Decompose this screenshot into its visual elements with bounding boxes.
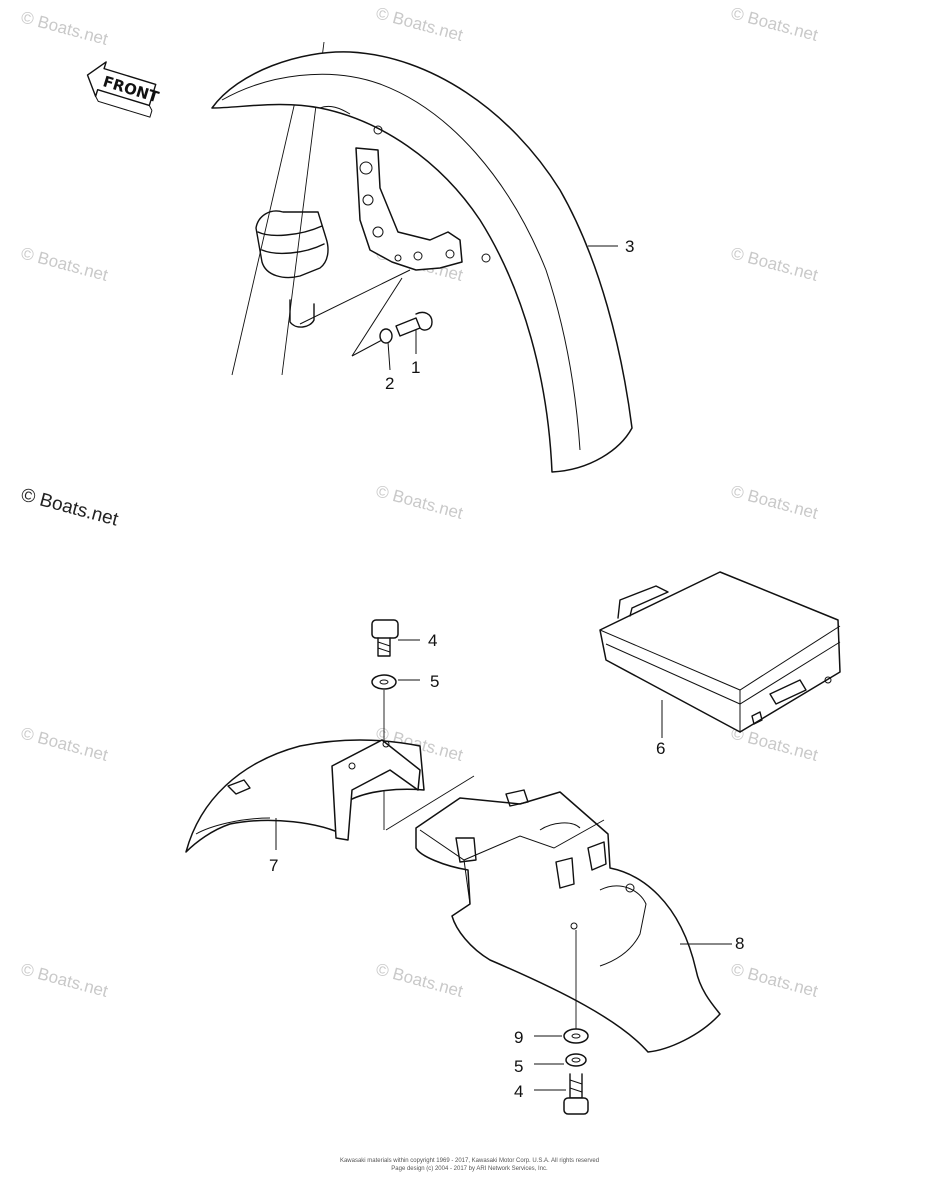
watermark: © Boats.net (374, 960, 465, 1001)
watermark: © Boats.net (19, 244, 110, 285)
lower-bolt-stack (534, 930, 589, 1115)
callout-5-upper: 5 (430, 672, 439, 691)
tool-kit-case (599, 571, 841, 738)
callout-9: 9 (514, 1028, 523, 1047)
footer-copyright: Kawasaki materials within copyright 1969… (339, 1158, 600, 1164)
front-fender (211, 51, 633, 473)
callout-4-upper: 4 (428, 631, 437, 650)
callout-7: 7 (269, 856, 278, 875)
upper-bolt-stack (371, 619, 420, 830)
watermark: © Boats.net (729, 244, 820, 285)
footer-page-design: Page design (c) 2004 - 2017 by ARI Netwo… (391, 1166, 548, 1172)
callout-2: 2 (385, 374, 394, 393)
watermark: © Boats.net (729, 960, 820, 1001)
watermark: © Boats.net (374, 482, 465, 523)
callout-3: 3 (625, 237, 634, 256)
bolt-and-washer (351, 245, 618, 371)
watermark: © Boats.net (374, 4, 465, 45)
callout-8: 8 (735, 934, 744, 953)
callout-1: 1 (411, 358, 420, 377)
rear-fender (385, 775, 732, 1053)
watermark: © Boats.net (729, 4, 820, 45)
watermark: © Boats.net (19, 724, 110, 765)
watermark-strong: © Boats.net (19, 485, 121, 531)
rear-flap (185, 739, 425, 853)
watermark: © Boats.net (729, 482, 820, 523)
callout-6: 6 (656, 739, 665, 758)
front-indicator: FRONT (86, 61, 162, 118)
front-arrow-icon (86, 61, 157, 107)
callout-4-lower: 4 (514, 1082, 523, 1101)
watermark: © Boats.net (19, 8, 110, 49)
callout-5-lower: 5 (514, 1057, 523, 1076)
callout-labels: 1 2 3 4 5 6 7 8 9 5 4 (269, 237, 744, 1101)
watermark: © Boats.net (19, 960, 110, 1001)
